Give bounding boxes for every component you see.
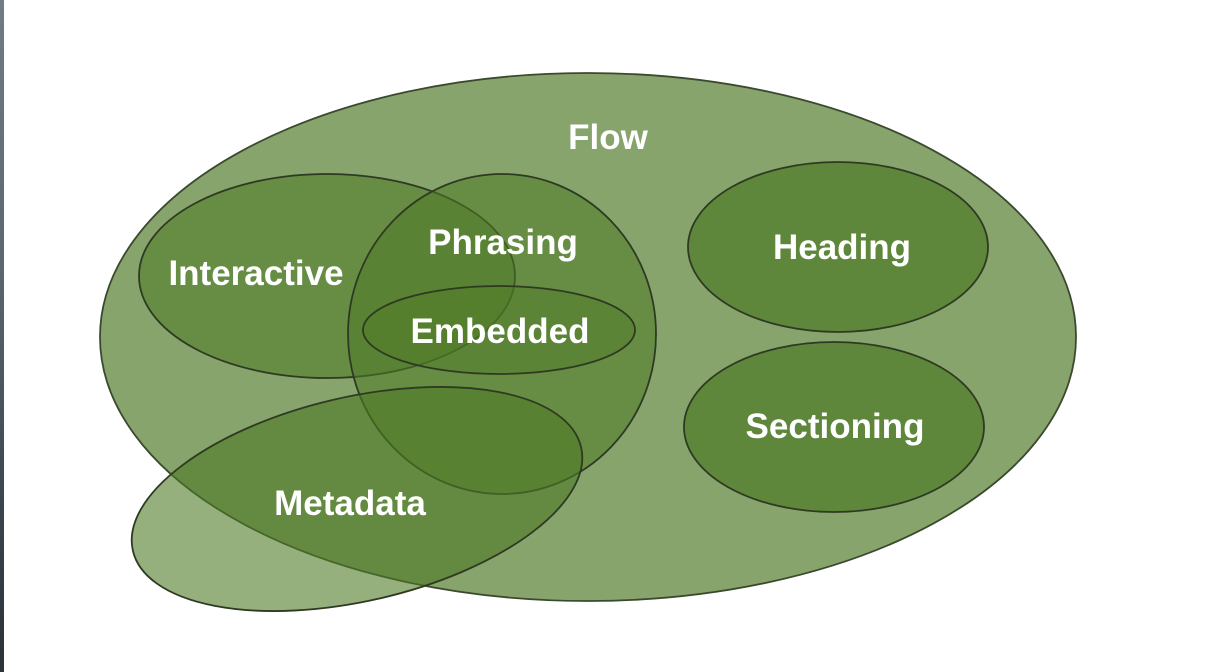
window-edge [0, 0, 4, 672]
embedded-ellipse [362, 285, 636, 375]
flow-label: Flow [568, 118, 648, 157]
heading-ellipse [687, 161, 989, 333]
metadata-label: Metadata [274, 484, 426, 523]
heading-label: Heading [773, 228, 911, 267]
interactive-label: Interactive [168, 254, 343, 293]
phrasing-label: Phrasing [428, 223, 578, 262]
sectioning-ellipse [683, 341, 985, 513]
sectioning-label: Sectioning [746, 407, 925, 446]
embedded-label: Embedded [411, 312, 590, 351]
metadata-ellipse [130, 386, 584, 612]
